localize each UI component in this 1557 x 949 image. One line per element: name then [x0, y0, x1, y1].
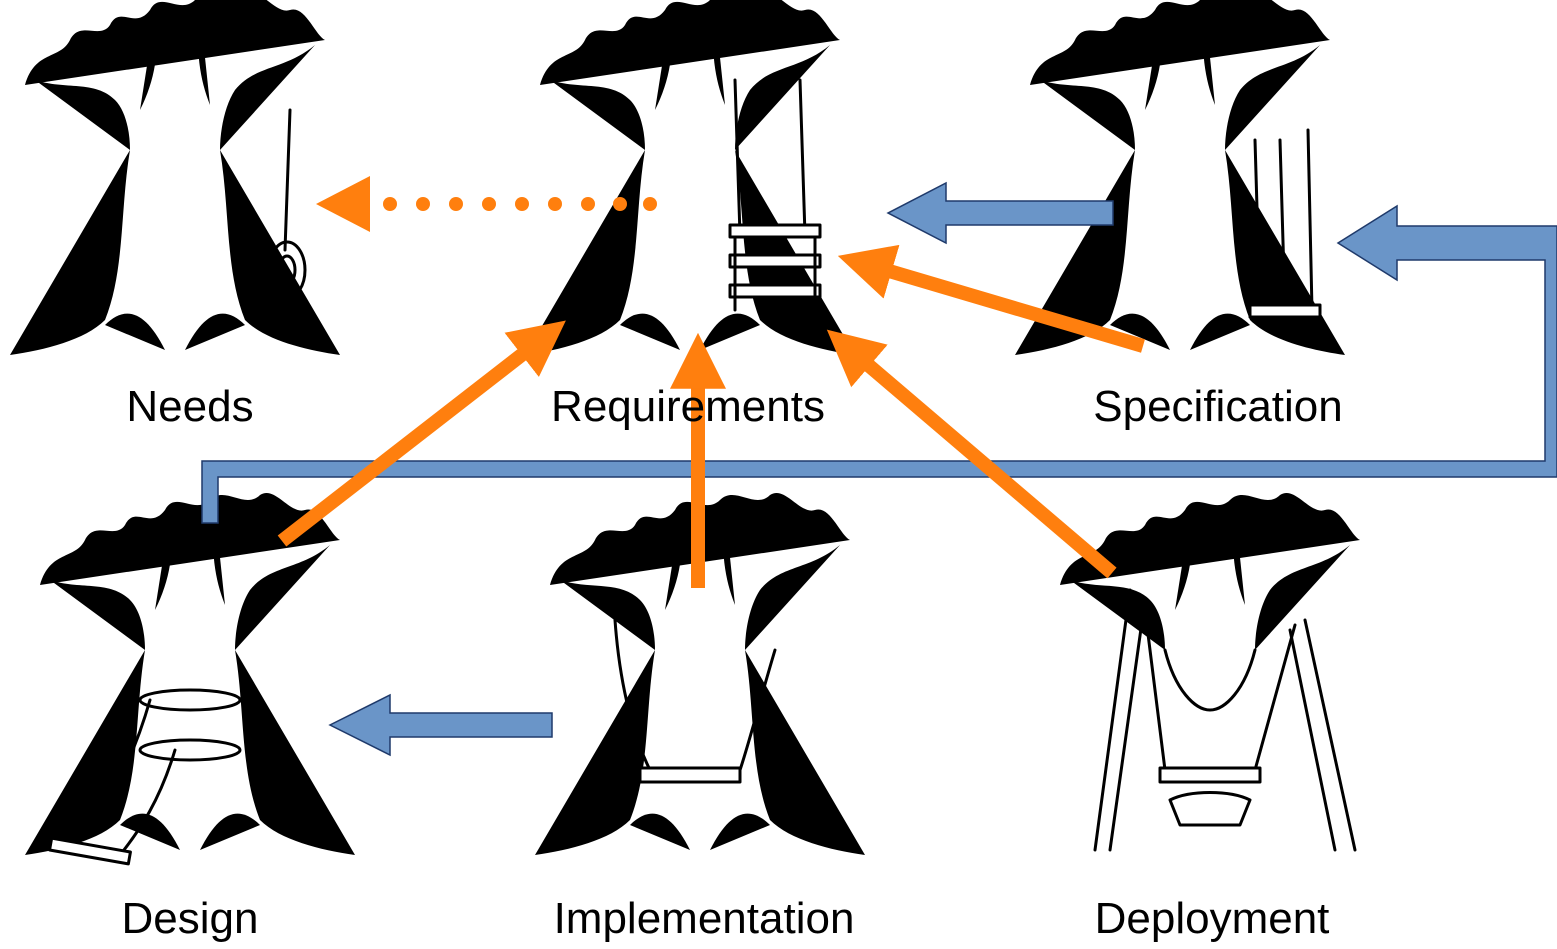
stage-label-deployment: Deployment [1094, 894, 1330, 943]
stage-label-requirements: Requirements [551, 382, 825, 431]
tree-deployment [1060, 492, 1360, 852]
frame-swing-icon [1158, 766, 1262, 784]
feedback-arrow-req-to-needs [316, 176, 657, 232]
tree-specification [1015, 0, 1345, 355]
tire-swing-icon [267, 240, 307, 300]
tree-requirements [525, 0, 855, 355]
three-seat-swing-icon [728, 223, 822, 239]
tree-design [25, 492, 355, 866]
trunk-seat-swing-icon [638, 766, 742, 784]
flow-connector-design-to-spec [201, 204, 1557, 524]
stage-label-specification: Specification [1093, 382, 1343, 431]
stage-label-implementation: Implementation [553, 894, 855, 943]
stage-label-design: Design [121, 894, 259, 943]
tree-needs [10, 0, 340, 355]
flow-arrow-spec-to-req [886, 181, 1114, 245]
feedback-arrow-spec-to-req [837, 244, 1145, 353]
tree-implementation [535, 492, 865, 855]
flow-arrow-impl-to-design [328, 693, 553, 757]
broken-swing-icon [48, 836, 132, 866]
swing-rope [283, 108, 292, 252]
stage-label-needs: Needs [126, 382, 254, 431]
three-rope-swing-icon [1248, 303, 1322, 319]
feedback-arrow-deploy-to-req [826, 329, 1117, 579]
feedback-arrow-design-to-req [277, 320, 566, 547]
